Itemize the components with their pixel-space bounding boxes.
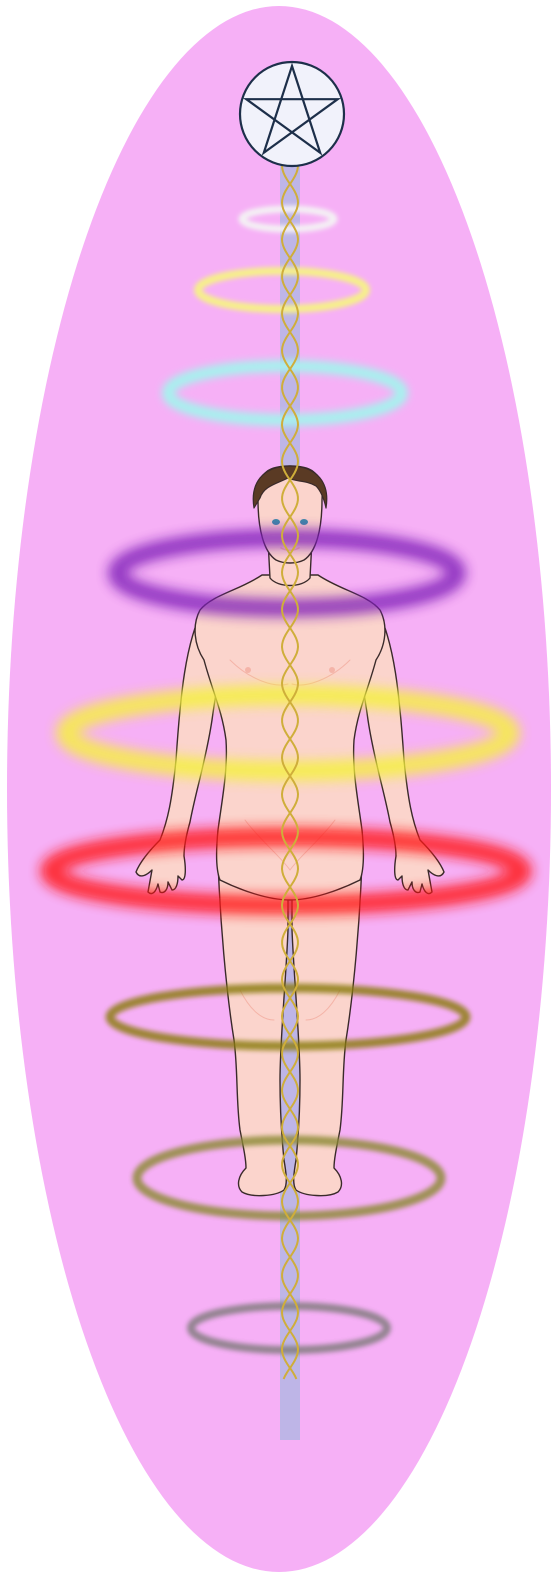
left-nipple <box>245 667 251 673</box>
right-nipple <box>329 667 335 673</box>
pentagram-icon <box>240 62 344 166</box>
pentagram-circle <box>240 62 344 166</box>
left-eye <box>272 519 280 525</box>
right-eye <box>300 519 308 525</box>
